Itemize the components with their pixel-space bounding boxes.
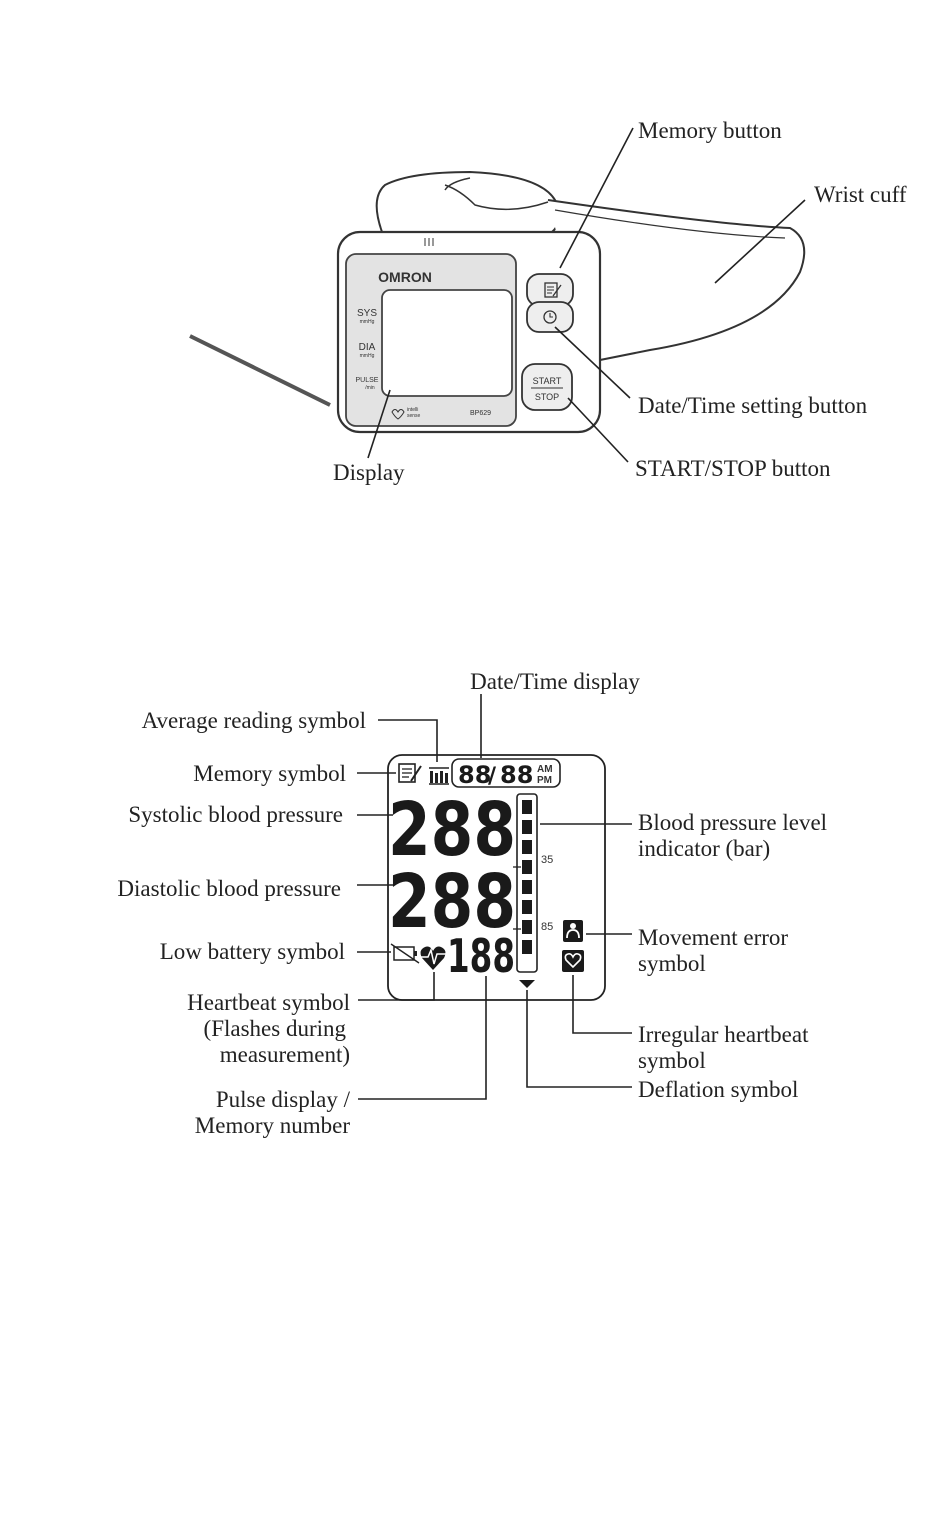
date-time-field bbox=[451, 758, 561, 788]
dia-side-label: DIA bbox=[359, 342, 376, 353]
irregular-heartbeat-icon bbox=[562, 950, 584, 972]
start-label: START bbox=[533, 376, 562, 386]
clock-icon bbox=[543, 310, 557, 324]
date-time-button[interactable] bbox=[526, 301, 574, 333]
label-pulse-1: Pulse display / bbox=[216, 1087, 351, 1112]
stop-label: STOP bbox=[535, 392, 559, 402]
label-systolic: Systolic blood pressure bbox=[128, 802, 343, 827]
label-start-stop-button: START/STOP button bbox=[635, 456, 831, 481]
label-display: Display bbox=[333, 460, 405, 485]
label-date-time-button: Date/Time setting button bbox=[638, 393, 868, 418]
svg-text:/min: /min bbox=[365, 385, 375, 391]
model-label: BP629 bbox=[470, 410, 491, 417]
lcd-panel bbox=[387, 754, 606, 1001]
label-movement-2: symbol bbox=[638, 951, 706, 976]
label-deflation: Deflation symbol bbox=[638, 1077, 798, 1102]
memory-symbol-icon bbox=[398, 763, 422, 783]
average-icon bbox=[429, 767, 449, 785]
label-memory-button: Memory button bbox=[638, 118, 782, 143]
label-heartbeat-2: (Flashes during bbox=[204, 1016, 347, 1041]
label-movement-1: Movement error bbox=[638, 925, 788, 950]
start-stop-button[interactable]: START STOP bbox=[521, 363, 573, 411]
sys-side-label: SYS bbox=[357, 308, 377, 319]
pm-label: PM bbox=[537, 775, 552, 786]
label-irregular-1: Irregular heartbeat bbox=[638, 1022, 809, 1047]
svg-text:mmHg: mmHg bbox=[360, 353, 375, 359]
date-digits-right: 88 bbox=[500, 761, 533, 789]
label-irregular-2: symbol bbox=[638, 1048, 706, 1073]
am-label: AM bbox=[537, 764, 553, 775]
label-pulse-2: Memory number bbox=[195, 1113, 351, 1138]
intellisense-logo: intelli sense bbox=[391, 407, 421, 420]
label-low-battery: Low battery symbol bbox=[160, 939, 345, 964]
low-battery-icon bbox=[390, 943, 420, 964]
bar-scale-85: 85 bbox=[541, 921, 553, 933]
bar-scale-35: 35 bbox=[541, 854, 553, 866]
diastolic-digits: 288 bbox=[388, 859, 516, 945]
svg-text:mmHg: mmHg bbox=[360, 319, 375, 325]
label-average-reading: Average reading symbol bbox=[142, 708, 366, 733]
label-memory-symbol: Memory symbol bbox=[193, 761, 346, 786]
label-bp-level-2: indicator (bar) bbox=[638, 836, 770, 861]
wrist-cuff bbox=[375, 170, 806, 363]
device-screen bbox=[381, 289, 513, 397]
label-heartbeat-1: Heartbeat symbol bbox=[187, 990, 350, 1015]
date-digits-left: 88 bbox=[458, 761, 491, 789]
movement-error-icon bbox=[563, 920, 583, 942]
memory-icon bbox=[544, 282, 562, 298]
heartbeat-icon bbox=[420, 946, 446, 970]
label-heartbeat-3: measurement) bbox=[220, 1042, 350, 1067]
bp-level-bar bbox=[513, 793, 538, 973]
brand-logo: OMRON bbox=[378, 269, 432, 285]
date-separator: / bbox=[488, 764, 497, 789]
svg-text:intelli: intelli bbox=[407, 407, 418, 413]
svg-text:sense: sense bbox=[407, 413, 421, 419]
label-diastolic: Diastolic blood pressure bbox=[117, 876, 341, 901]
systolic-digits: 288 bbox=[388, 787, 516, 873]
label-bp-level-1: Blood pressure level bbox=[638, 810, 827, 835]
deflation-icon bbox=[519, 980, 535, 988]
pointer-bar bbox=[189, 334, 331, 407]
label-wrist-cuff: Wrist cuff bbox=[814, 182, 907, 207]
pulse-digits: 188 bbox=[447, 929, 515, 983]
label-date-time-display: Date/Time display bbox=[470, 669, 640, 694]
pulse-side-label: PULSE bbox=[356, 377, 379, 384]
